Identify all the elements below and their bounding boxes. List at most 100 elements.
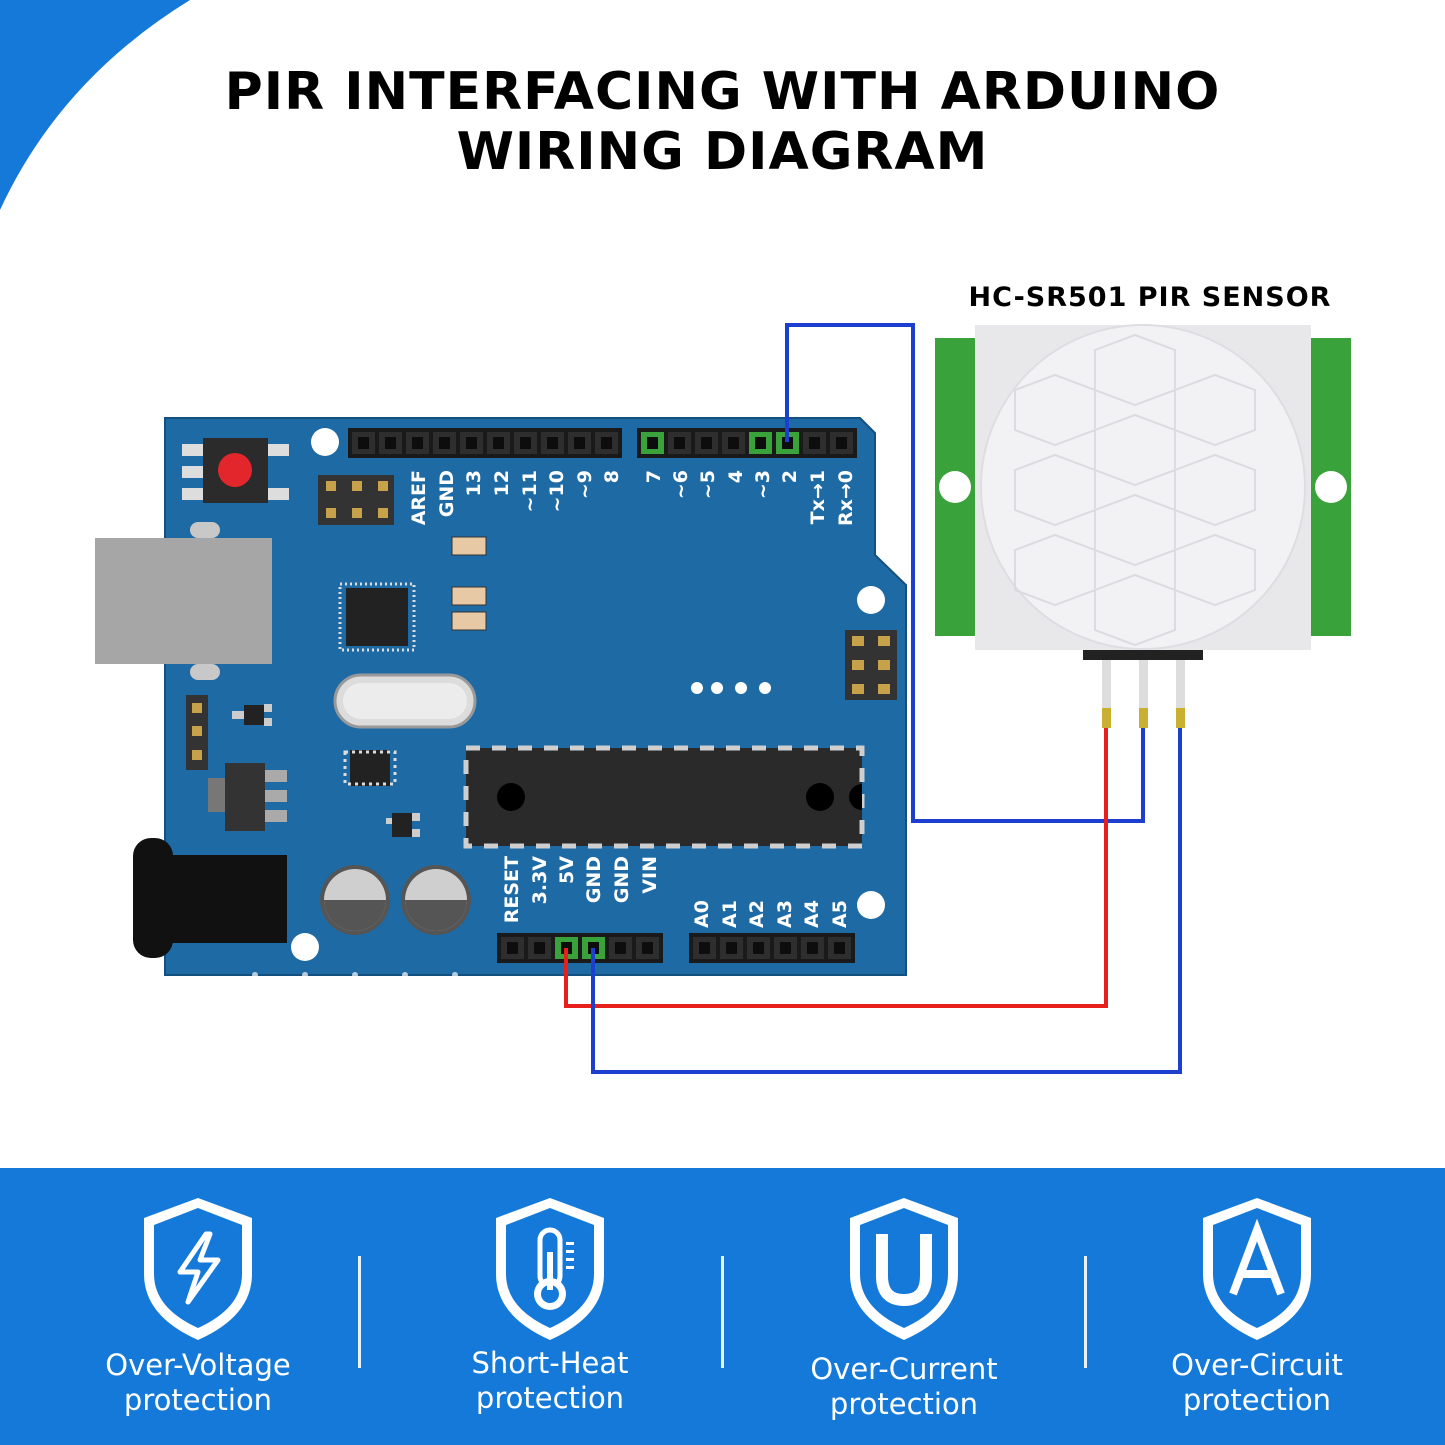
separator (721, 1256, 724, 1368)
feature-over-circuit: Over-Circuit protection (1107, 1168, 1407, 1445)
header-pin-hole (520, 437, 531, 449)
pin-label: VIN (639, 856, 661, 894)
pin-label: A5 (829, 900, 851, 928)
analog-header (689, 933, 855, 963)
header-pin-hole (807, 942, 818, 954)
feature-label-line2: protection (123, 1383, 273, 1417)
capacitor (320, 865, 390, 935)
header-strip (497, 933, 663, 963)
feature-label-line1: Over-Voltage (105, 1348, 291, 1382)
pin-label: A0 (691, 900, 713, 928)
header-pin-hole (574, 437, 585, 449)
title-line-2: WIRING DIAGRAM (456, 122, 989, 182)
sensor-title: HC-SR501 PIR SENSOR (969, 282, 1332, 313)
header-pin-hole (493, 437, 504, 449)
pin-label: ~10 (546, 470, 568, 512)
header-pin-hole (507, 942, 518, 954)
feature-label-line2: protection (829, 1387, 979, 1421)
header-pin-hole (728, 437, 739, 449)
pin-label: ~5 (697, 470, 719, 499)
wire-signal (785, 323, 1145, 823)
lightning-shield-icon (144, 1198, 252, 1340)
pin-label: 7 (643, 470, 665, 483)
header-pin-hole (642, 942, 653, 954)
header-strip (689, 933, 855, 963)
feature-label-line1: Over-Current (810, 1352, 998, 1386)
header-pin-hole (466, 437, 477, 449)
header-pin-hole (780, 942, 791, 954)
digital-header-left (348, 428, 622, 458)
header-pin-hole (701, 437, 712, 449)
pin-label: A2 (746, 900, 768, 928)
pin-label: 3.3V (529, 856, 551, 905)
usb-chip (338, 582, 416, 652)
pin-label: 2 (779, 470, 801, 483)
mounting-hole (857, 891, 885, 919)
pin-label: Rx→0 (835, 470, 857, 526)
pin-label: GND (583, 856, 605, 903)
pin-label: A3 (774, 900, 796, 928)
wire-vcc (564, 728, 1108, 1008)
arduino-board (95, 417, 907, 978)
header-pin-hole (385, 437, 396, 449)
feature-label-line2: protection (1182, 1383, 1332, 1417)
pin-label: 13 (463, 470, 485, 496)
feature-label-line2: protection (475, 1381, 625, 1415)
feature-short-heat: Short-Heat protection (400, 1168, 700, 1445)
icsp-header-right (845, 630, 897, 700)
header-pin-hole (699, 942, 710, 954)
pin-label: ~9 (574, 470, 596, 499)
header-pin-hole (412, 437, 423, 449)
title-line-1: PIR INTERFACING WITH ARDUINO (224, 62, 1221, 122)
separator (1084, 1256, 1087, 1368)
header-pin-hole (358, 437, 369, 449)
pin-label: ~3 (752, 470, 774, 499)
header-pin-hole (647, 437, 658, 449)
header-pin-hole (601, 437, 612, 449)
power-jack (133, 838, 287, 958)
digital-header-right (637, 428, 857, 458)
mounting-hole (311, 428, 339, 456)
pin-label: 4 (725, 470, 747, 483)
header-pin-hole (782, 437, 793, 449)
letter-a-shield-icon (1203, 1198, 1311, 1340)
pir-sensor (935, 324, 1351, 728)
separator (358, 1256, 361, 1368)
usb-connector (95, 538, 272, 664)
wire-ground (591, 728, 1182, 1074)
pin-label: 8 (601, 470, 623, 483)
pin-label: 5V (556, 856, 578, 884)
header-pin-hole (534, 942, 545, 954)
pin-label: GND (611, 856, 633, 903)
corner-decoration (0, 0, 190, 210)
header-pin-hole (836, 437, 847, 449)
pin-label: A1 (719, 900, 741, 928)
pin-label: 12 (491, 470, 513, 496)
icsp-header (318, 475, 394, 525)
header-pin-hole (674, 437, 685, 449)
mounting-hole (857, 586, 885, 614)
pin-label: Tx→1 (807, 470, 829, 524)
sensor-connector (1083, 650, 1203, 660)
pin-label: GND (436, 470, 458, 517)
capacitor (401, 865, 471, 935)
header-pin-hole (726, 942, 737, 954)
feature-label-line1: Over-Circuit (1171, 1348, 1343, 1382)
pin-label: A4 (801, 900, 823, 928)
header-pin-hole (755, 437, 766, 449)
pin-label: ~6 (670, 470, 692, 499)
page-title: PIR INTERFACING WITH ARDUINO WIRING DIAG… (0, 62, 1445, 182)
header-pin-hole (439, 437, 450, 449)
letter-u-shield-icon (850, 1198, 958, 1340)
reset-button (182, 438, 289, 503)
pin-label: ~11 (519, 470, 541, 512)
header-pin-hole (753, 942, 764, 954)
microcontroller-chip (463, 745, 865, 849)
header-pin-hole (615, 942, 626, 954)
feature-band: Over-Voltage protection Short-Heat prote… (0, 1168, 1445, 1445)
header-pin-hole (834, 942, 845, 954)
